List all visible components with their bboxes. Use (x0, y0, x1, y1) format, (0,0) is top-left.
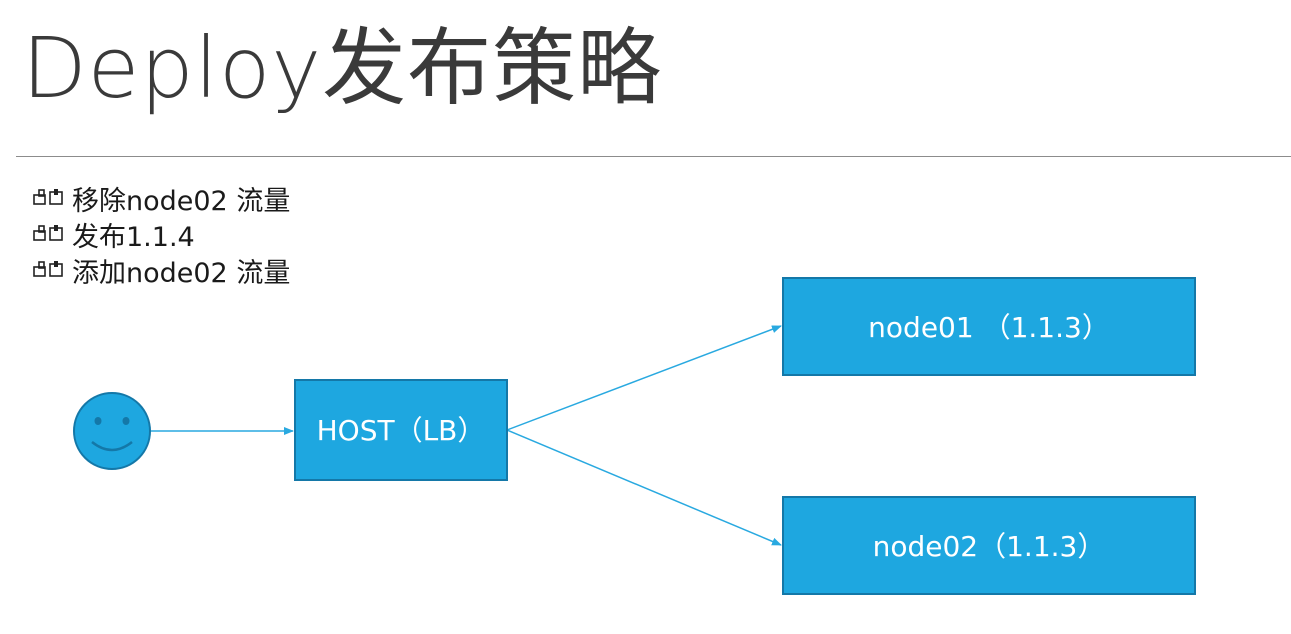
smiley-face-icon (73, 392, 151, 470)
arrow-host-to-node02 (506, 429, 782, 546)
slide-title: Deploy发布策略 (22, 19, 663, 117)
hand-pointing-icon (33, 225, 63, 241)
step-item: 发布1.1.4 (32, 216, 290, 253)
arrow-host-to-node01 (506, 325, 782, 431)
step-label: 移除node02 流量 (72, 185, 291, 217)
node01-label: node01 （1.1.3） (868, 311, 1110, 344)
step-item: 移除node02 流量 (32, 180, 291, 217)
node02-box: node02（1.1.3） (782, 496, 1196, 595)
title-divider (16, 156, 1291, 157)
host-label: HOST（LB） (317, 414, 486, 447)
node02-label: node02（1.1.3） (873, 530, 1106, 563)
hand-pointing-icon (33, 189, 63, 205)
host-lb-box: HOST（LB） (294, 379, 508, 481)
node01-box: node01 （1.1.3） (782, 277, 1196, 376)
step-item: 添加node02 流量 (32, 252, 291, 289)
step-list: 移除node02 流量 发布1.1.4 添加node02 流量 (32, 180, 291, 289)
hand-pointing-icon (33, 261, 63, 277)
step-label: 发布1.1.4 (72, 221, 195, 253)
step-label: 添加node02 流量 (72, 257, 291, 289)
